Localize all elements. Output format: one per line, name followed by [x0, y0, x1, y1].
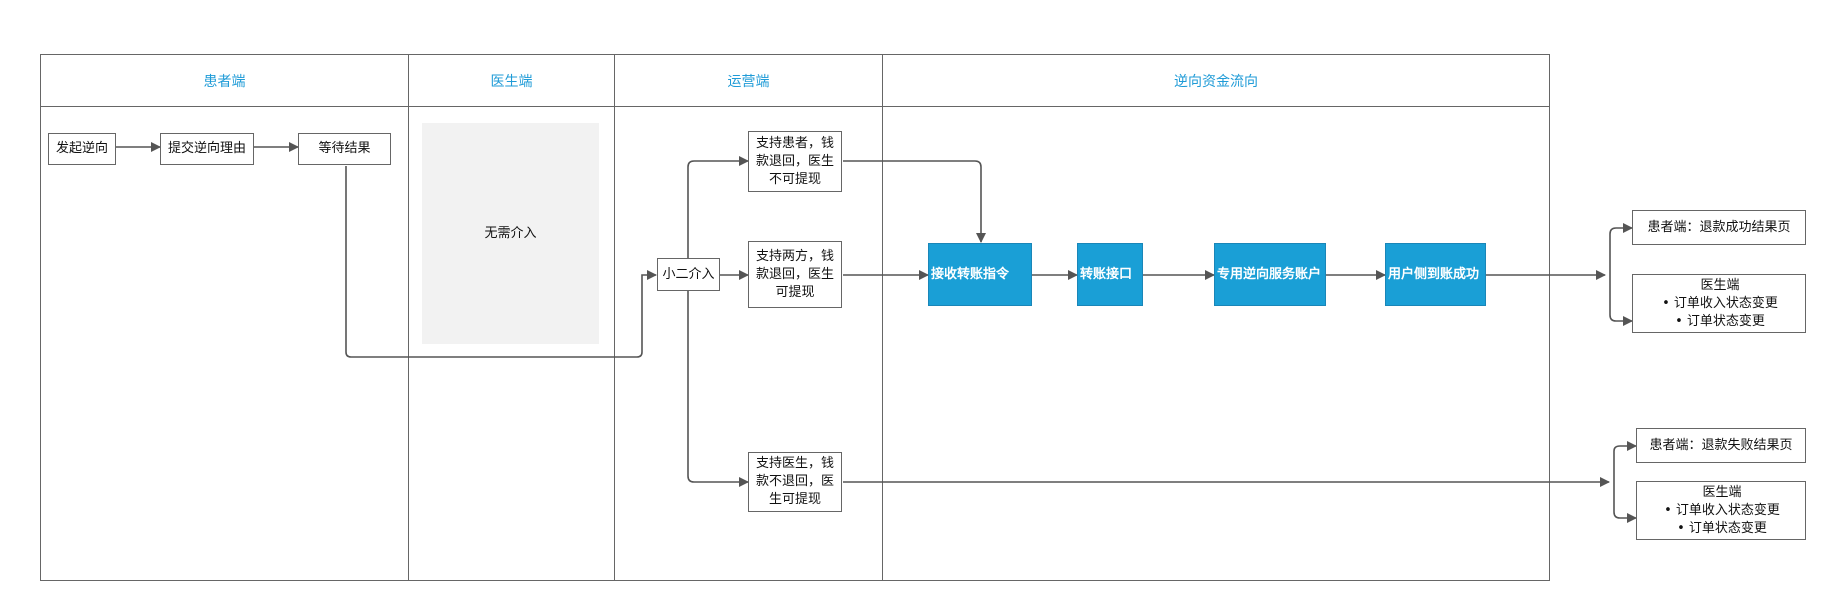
lane-title-ops: 运营端 — [615, 55, 882, 107]
doctor-side-item: • 订单状态变更 — [1675, 314, 1765, 329]
lane-title-funds: 逆向资金流向 — [883, 55, 1549, 107]
node-receive-transfer: 接收转账指令 — [928, 243, 1032, 306]
node-success-page: 患者端：退款成功结果页 — [1632, 210, 1806, 245]
node-xiaoer: 小二介入 — [657, 258, 720, 291]
edge-branch-fail — [1613, 441, 1637, 482]
node-reverse-account: 专用逆向服务账户 — [1214, 243, 1326, 306]
edge-xiaoer-to-support-doctor — [687, 275, 749, 487]
edge-branch-fail-doctor — [1613, 482, 1637, 523]
node-initiate: 发起逆向 — [48, 133, 116, 165]
node-submit-reason: 提交逆向理由 — [160, 133, 254, 165]
doctor-side-title: 医生端 — [1700, 278, 1740, 293]
node-support-both: 支持两方，钱款退回，医生可提现 — [748, 241, 842, 308]
node-support-patient: 支持患者，钱款退回，医生不可提现 — [748, 131, 842, 192]
lane-title-doctor: 医生端 — [409, 55, 614, 107]
node-user-received: 用户侧到账成功 — [1385, 243, 1486, 306]
edge-wait-to-xiaoer — [345, 166, 657, 358]
edge-branch-success-doctor — [1609, 275, 1633, 326]
node-fail-page: 患者端：退款失败结果页 — [1636, 428, 1806, 463]
node-transfer-api: 转账接口 — [1077, 243, 1143, 306]
edge-xiaoer-to-support-patient — [687, 156, 749, 275]
node-doctor-side-fail: 医生端 • 订单收入状态变更 • 订单状态变更 — [1636, 481, 1806, 540]
doctor-side-item: • 订单收入状态变更 — [1662, 296, 1778, 311]
doctor-side-item: • 订单收入状态变更 — [1664, 503, 1780, 518]
doctor-side-item: • 订单状态变更 — [1677, 521, 1767, 536]
node-doctor-side-success: 医生端 • 订单收入状态变更 • 订单状态变更 — [1632, 274, 1806, 333]
edge-support-patient-to-receive — [843, 160, 986, 243]
doctor-side-title: 医生端 — [1702, 485, 1742, 500]
node-no-intervention: 无需介入 — [422, 123, 599, 344]
edge-branch-success — [1609, 223, 1633, 275]
node-support-doctor: 支持医生，钱款不退回，医生可提现 — [748, 452, 842, 512]
node-wait-result: 等待结果 — [298, 133, 391, 165]
lane-title-patient: 患者端 — [41, 55, 408, 107]
lane-funds: 逆向资金流向 — [882, 54, 1550, 581]
